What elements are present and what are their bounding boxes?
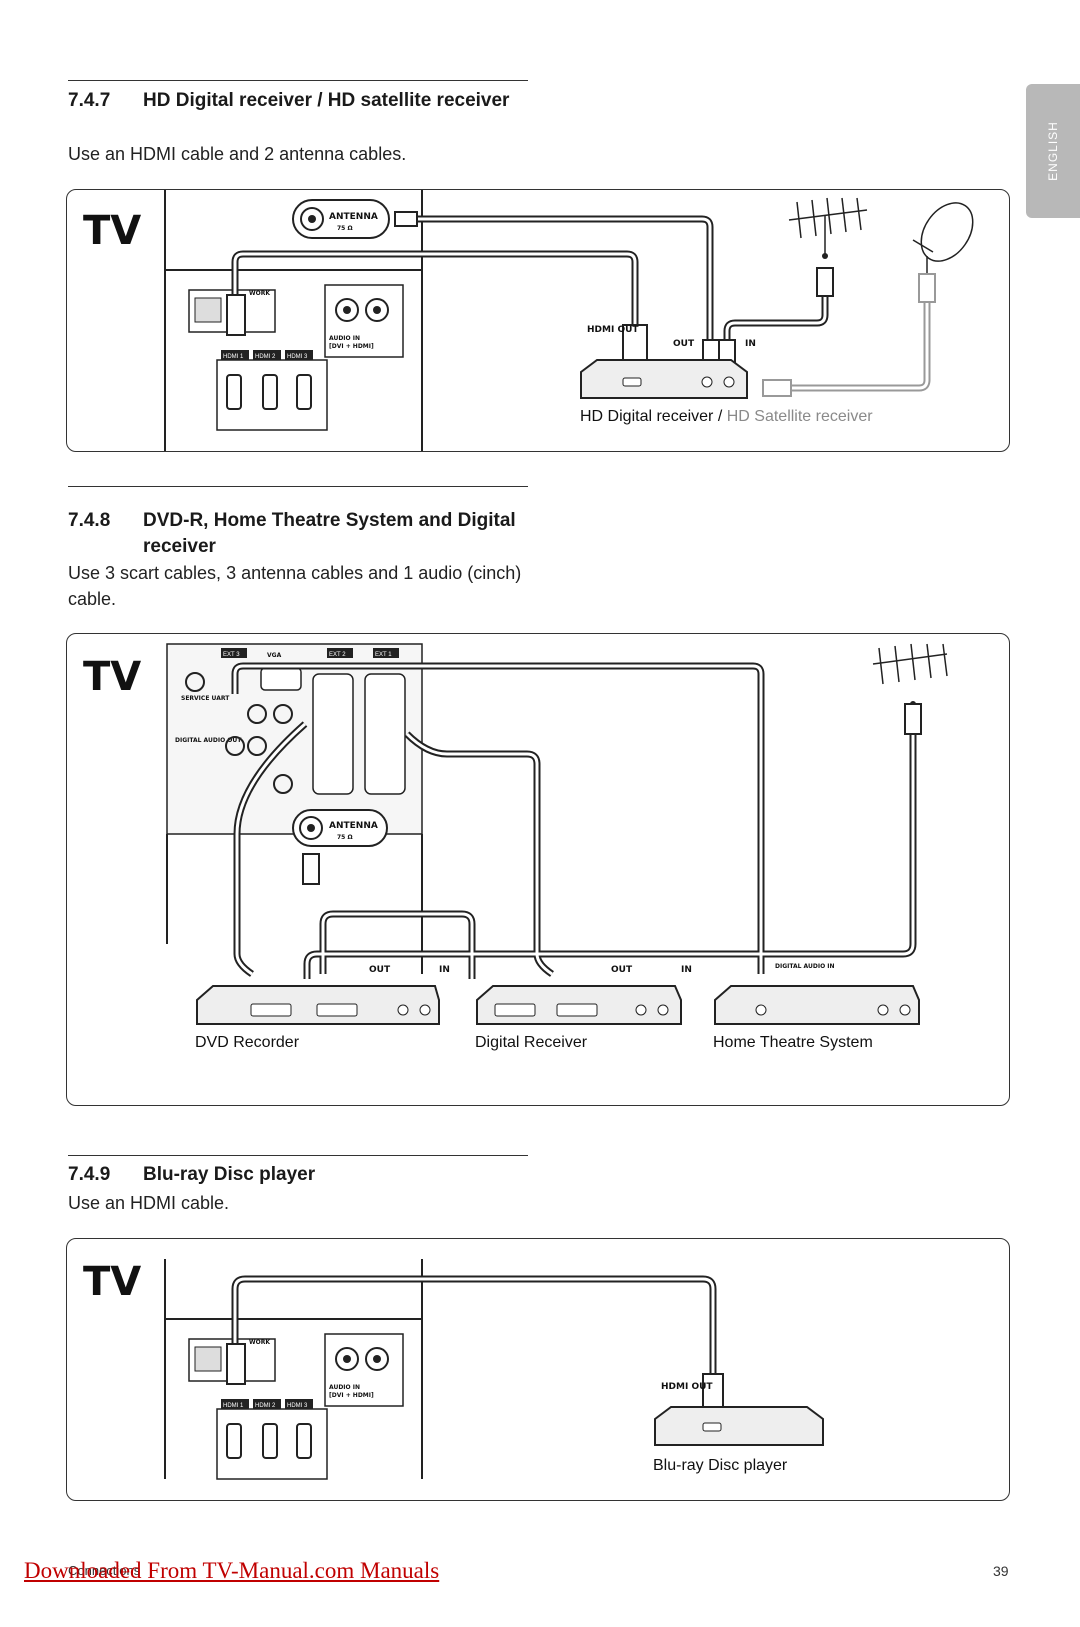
digital-audio-out-label: DIGITAL AUDIO OUT [175,737,242,744]
port-out-label: OUT [369,965,391,975]
device-caption: Home Theatre System [713,1034,873,1051]
language-tab: ENGLISH [1026,84,1080,218]
network-label: WORK [249,1339,270,1346]
port-in-label: IN [745,339,756,349]
port-out-label: OUT [611,965,633,975]
diagram-hd-receiver-art: TV ANTENNA 75 Ω WORK AUDIO IN [DVI + HDM… [83,190,974,451]
caption-main: HD Digital receiver [580,408,714,425]
section-heading: 7.4.7 HD Digital receiver / HD satellite… [68,88,538,114]
hdmi-port-label: HDMI 1 [223,354,244,360]
ext-label: EXT 1 [375,652,392,658]
hdmi-port-label: HDMI 2 [255,354,276,360]
ext-label: EXT 2 [329,652,346,658]
antenna-label: ANTENNA [329,821,378,831]
network-label: WORK [249,290,270,297]
audio-in-label: AUDIO IN [329,1384,360,1391]
ext-label: EXT 3 [223,652,240,658]
diagram-dvd-hts-receiver: TV EXT 3 VGA EXT 2 EXT 1 SERVICE UART DI… [66,633,1010,1106]
port-in-label: IN [681,965,692,975]
diagram-dvd-hts-receiver-art: TV EXT 3 VGA EXT 2 EXT 1 SERVICE UART DI… [83,643,948,1025]
section-number: 7.4.8 [68,510,111,531]
digital-audio-in-label: DIGITAL AUDIO IN [775,963,835,970]
language-tab-label: ENGLISH [1046,121,1060,181]
hdmi-port-label: HDMI 1 [223,1403,244,1409]
antenna-label: ANTENNA [329,212,378,222]
hdmi-port-label: HDMI 3 [287,1403,308,1409]
device-caption: HD Digital receiver / HD Satellite recei… [580,408,873,426]
hdmi-out-label: HDMI OUT [587,325,639,335]
diagram-bluray-art: TV WORK AUDIO IN [DVI + HDMI] HDMI 1 HDM… [83,1259,824,1480]
tv-label: TV [83,208,141,254]
section-body: Use an HDMI cable. [68,1193,230,1213]
section-heading: 7.4.9 Blu-ray Disc player [68,1162,538,1188]
tv-label: TV [83,654,141,700]
port-out-label: OUT [673,339,695,349]
device-caption: Digital Receiver [475,1034,588,1051]
download-source-link[interactable]: Downloaded From TV-Manual.com Manuals [24,1558,440,1583]
section-number: 7.4.9 [68,1164,111,1185]
audio-in-sub: [DVI + HDMI] [329,343,374,350]
satellite-dish-icon [912,202,974,274]
section-title: HD Digital receiver / HD satellite recei… [143,90,510,111]
port-in-label: IN [439,965,450,975]
vga-label: VGA [267,652,282,659]
hdmi-port-label: HDMI 2 [255,1403,276,1409]
footer-chapter: Connections [68,1563,141,1578]
section-body: Use 3 scart cables, 3 antenna cables and… [68,563,522,609]
antenna-icon [872,643,948,707]
caption-alt: HD Satellite receiver [726,408,873,425]
section-heading: 7.4.8 DVD-R, Home Theatre System and Dig… [68,508,538,560]
page-number: 39 [993,1563,1009,1579]
antenna-icon [788,197,868,259]
hdmi-out-label: HDMI OUT [661,1382,713,1392]
service-label: SERVICE UART [181,695,230,702]
diagram-bluray: TV WORK AUDIO IN [DVI + HDMI] HDMI 1 HDM… [66,1238,1010,1501]
hdmi-port-label: HDMI 3 [287,354,308,360]
device-caption: Blu-ray Disc player [653,1457,788,1474]
section-number: 7.4.7 [68,90,111,111]
section-title: DVD-R, Home Theatre System and Digital r… [143,510,516,557]
section-body: Use an HDMI cable and 2 antenna cables. [68,144,407,164]
diagram-hd-receiver: TV ANTENNA 75 Ω WORK AUDIO IN [DVI + HDM… [66,189,1010,452]
caption-separator: / [713,408,727,425]
antenna-sub: 75 Ω [337,834,353,841]
section-rule [68,80,528,81]
section-rule [68,1155,528,1156]
audio-in-label: AUDIO IN [329,335,360,342]
audio-in-sub: [DVI + HDMI] [329,1392,374,1399]
antenna-sub: 75 Ω [337,225,353,232]
section-title: Blu-ray Disc player [143,1164,316,1185]
tv-label: TV [83,1259,141,1305]
section-rule [68,486,528,487]
device-caption: DVD Recorder [195,1034,300,1051]
